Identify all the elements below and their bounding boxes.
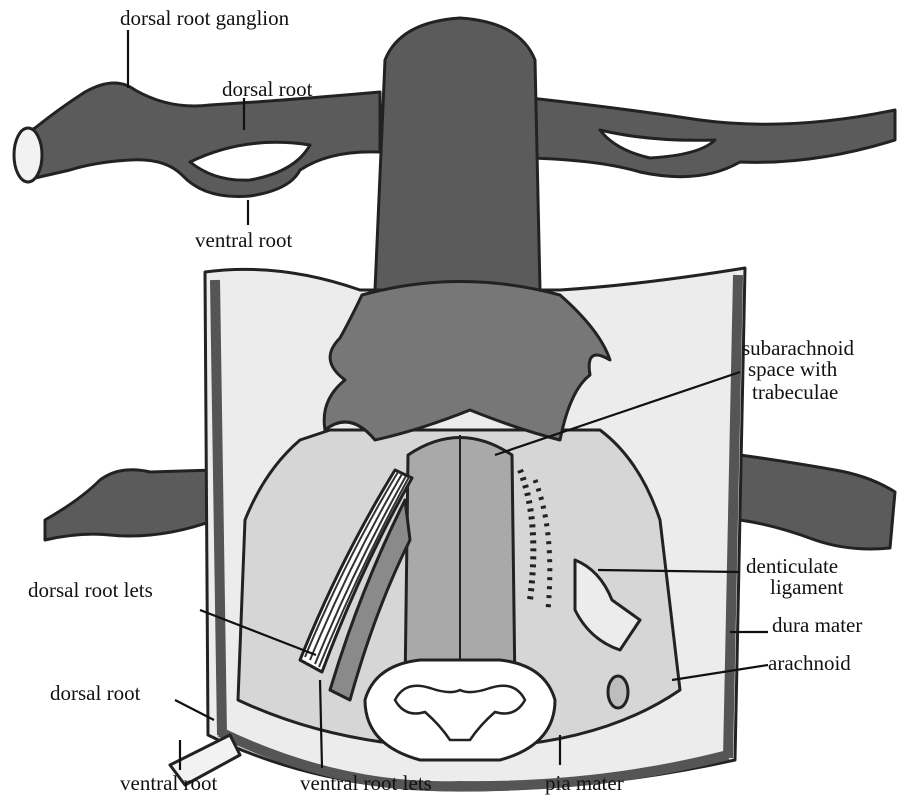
dura-left-edge [215,280,222,735]
label-subarachnoid-line2: space with [748,357,838,381]
upper-left-nerve [25,83,380,197]
label-arachnoid: arachnoid [768,651,851,675]
label-ventral-rootlets: ventral root lets [300,771,432,795]
cord-cross-section [365,660,555,760]
middle-left-nerve [45,470,215,540]
label-dorsal-root-ganglion: dorsal root ganglion [120,6,290,30]
label-denticulate-line2: ligament [770,575,844,599]
label-ventral-root-top: ventral root [195,228,293,252]
label-ventral-root-bottom: ventral root [120,771,218,795]
upper-left-nerve-cut-end [14,128,42,182]
label-pia-mater: pia mater [545,771,624,795]
label-dorsal-root-bottom: dorsal root [50,681,141,705]
label-dura-mater: dura mater [772,613,862,637]
middle-right-nerve [740,455,895,549]
vessel [608,676,628,708]
label-dorsal-root-top: dorsal root [222,77,313,101]
upper-spinal-segment [14,18,895,290]
label-dorsal-rootlets: dorsal root lets [28,578,153,602]
label-subarachnoid-line3: trabeculae [752,380,838,404]
upper-right-nerve [530,98,895,177]
upper-cord [375,18,540,290]
